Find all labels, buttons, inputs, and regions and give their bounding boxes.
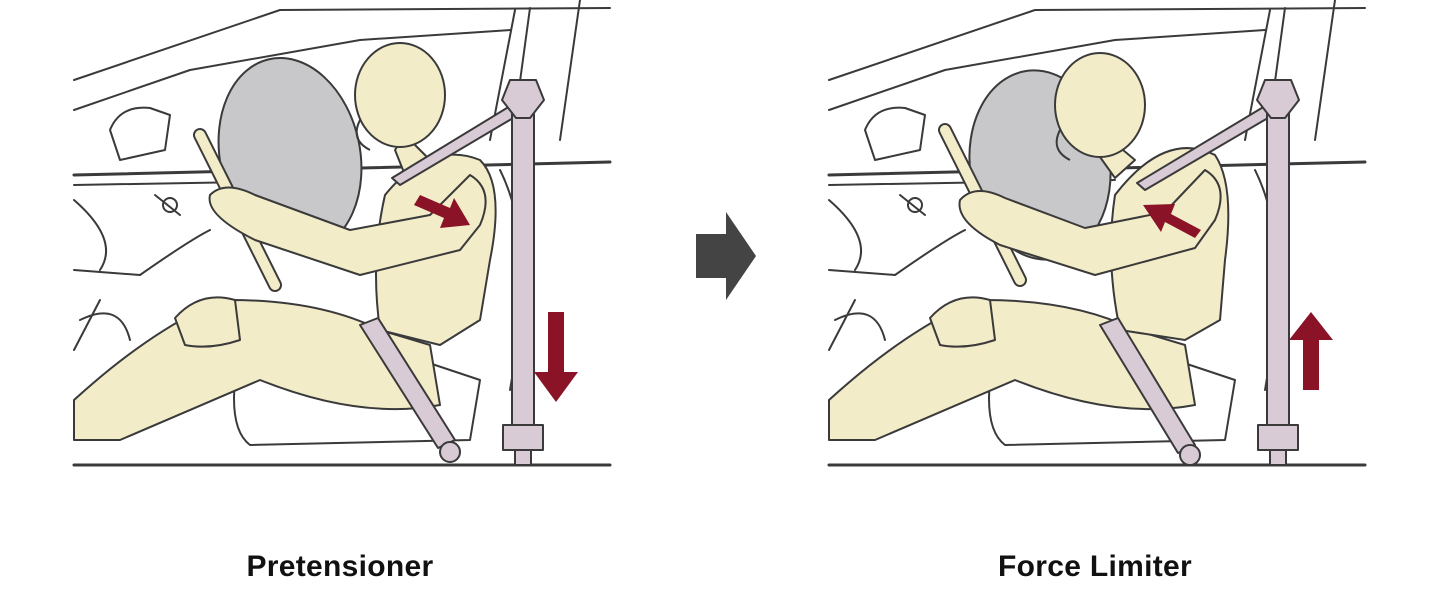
belt-retractor xyxy=(502,424,544,451)
occupant-head xyxy=(1054,52,1146,158)
occupant-knee xyxy=(174,296,241,348)
dash-shape xyxy=(828,199,966,276)
occupant-forward-arrow xyxy=(1143,204,1201,238)
dash-shape xyxy=(73,199,211,276)
roof-line xyxy=(73,7,611,81)
roof-line xyxy=(828,7,1366,81)
mirror xyxy=(864,106,926,161)
occupant-head xyxy=(354,42,446,148)
belt-pillar xyxy=(1266,99,1290,426)
occupant-arm xyxy=(208,174,487,276)
right-arrow-icon xyxy=(696,212,756,300)
pretensioner-illustration xyxy=(72,0,612,467)
occupant-leg xyxy=(73,299,441,441)
force-limiter-illustration xyxy=(827,0,1367,467)
shoulder-pull-arrow xyxy=(414,195,470,228)
windshield-line xyxy=(828,29,1266,111)
force-limiter-panel: Force Limiter xyxy=(815,0,1375,600)
belt-anchor xyxy=(1256,79,1300,119)
windshield-line xyxy=(73,29,511,111)
mirror xyxy=(109,106,171,161)
pedal-area xyxy=(73,299,131,351)
pretensioner-caption: Pretensioner xyxy=(246,550,434,583)
pedal-area xyxy=(828,299,886,351)
motion-arrow-icon xyxy=(414,195,578,402)
seat-belt xyxy=(359,79,545,466)
seat-belt xyxy=(1099,79,1300,466)
pretensioner-panel: Pretensioner xyxy=(60,0,620,600)
belt-anchor xyxy=(501,79,545,119)
belt-retractor xyxy=(1257,424,1299,451)
belt-up-arrow xyxy=(1289,312,1333,390)
occupant-arm xyxy=(958,169,1222,276)
motion-arrow-icon xyxy=(1143,204,1333,390)
occupant-leg xyxy=(828,299,1196,441)
lap-belt xyxy=(1099,317,1196,454)
occupant xyxy=(828,52,1230,441)
belt-down-arrow xyxy=(534,312,578,402)
lap-belt xyxy=(359,317,456,449)
force-limiter-caption: Force Limiter xyxy=(998,550,1192,583)
occupant-knee xyxy=(929,296,996,348)
occupant xyxy=(73,42,497,441)
belt-pillar xyxy=(511,99,535,426)
